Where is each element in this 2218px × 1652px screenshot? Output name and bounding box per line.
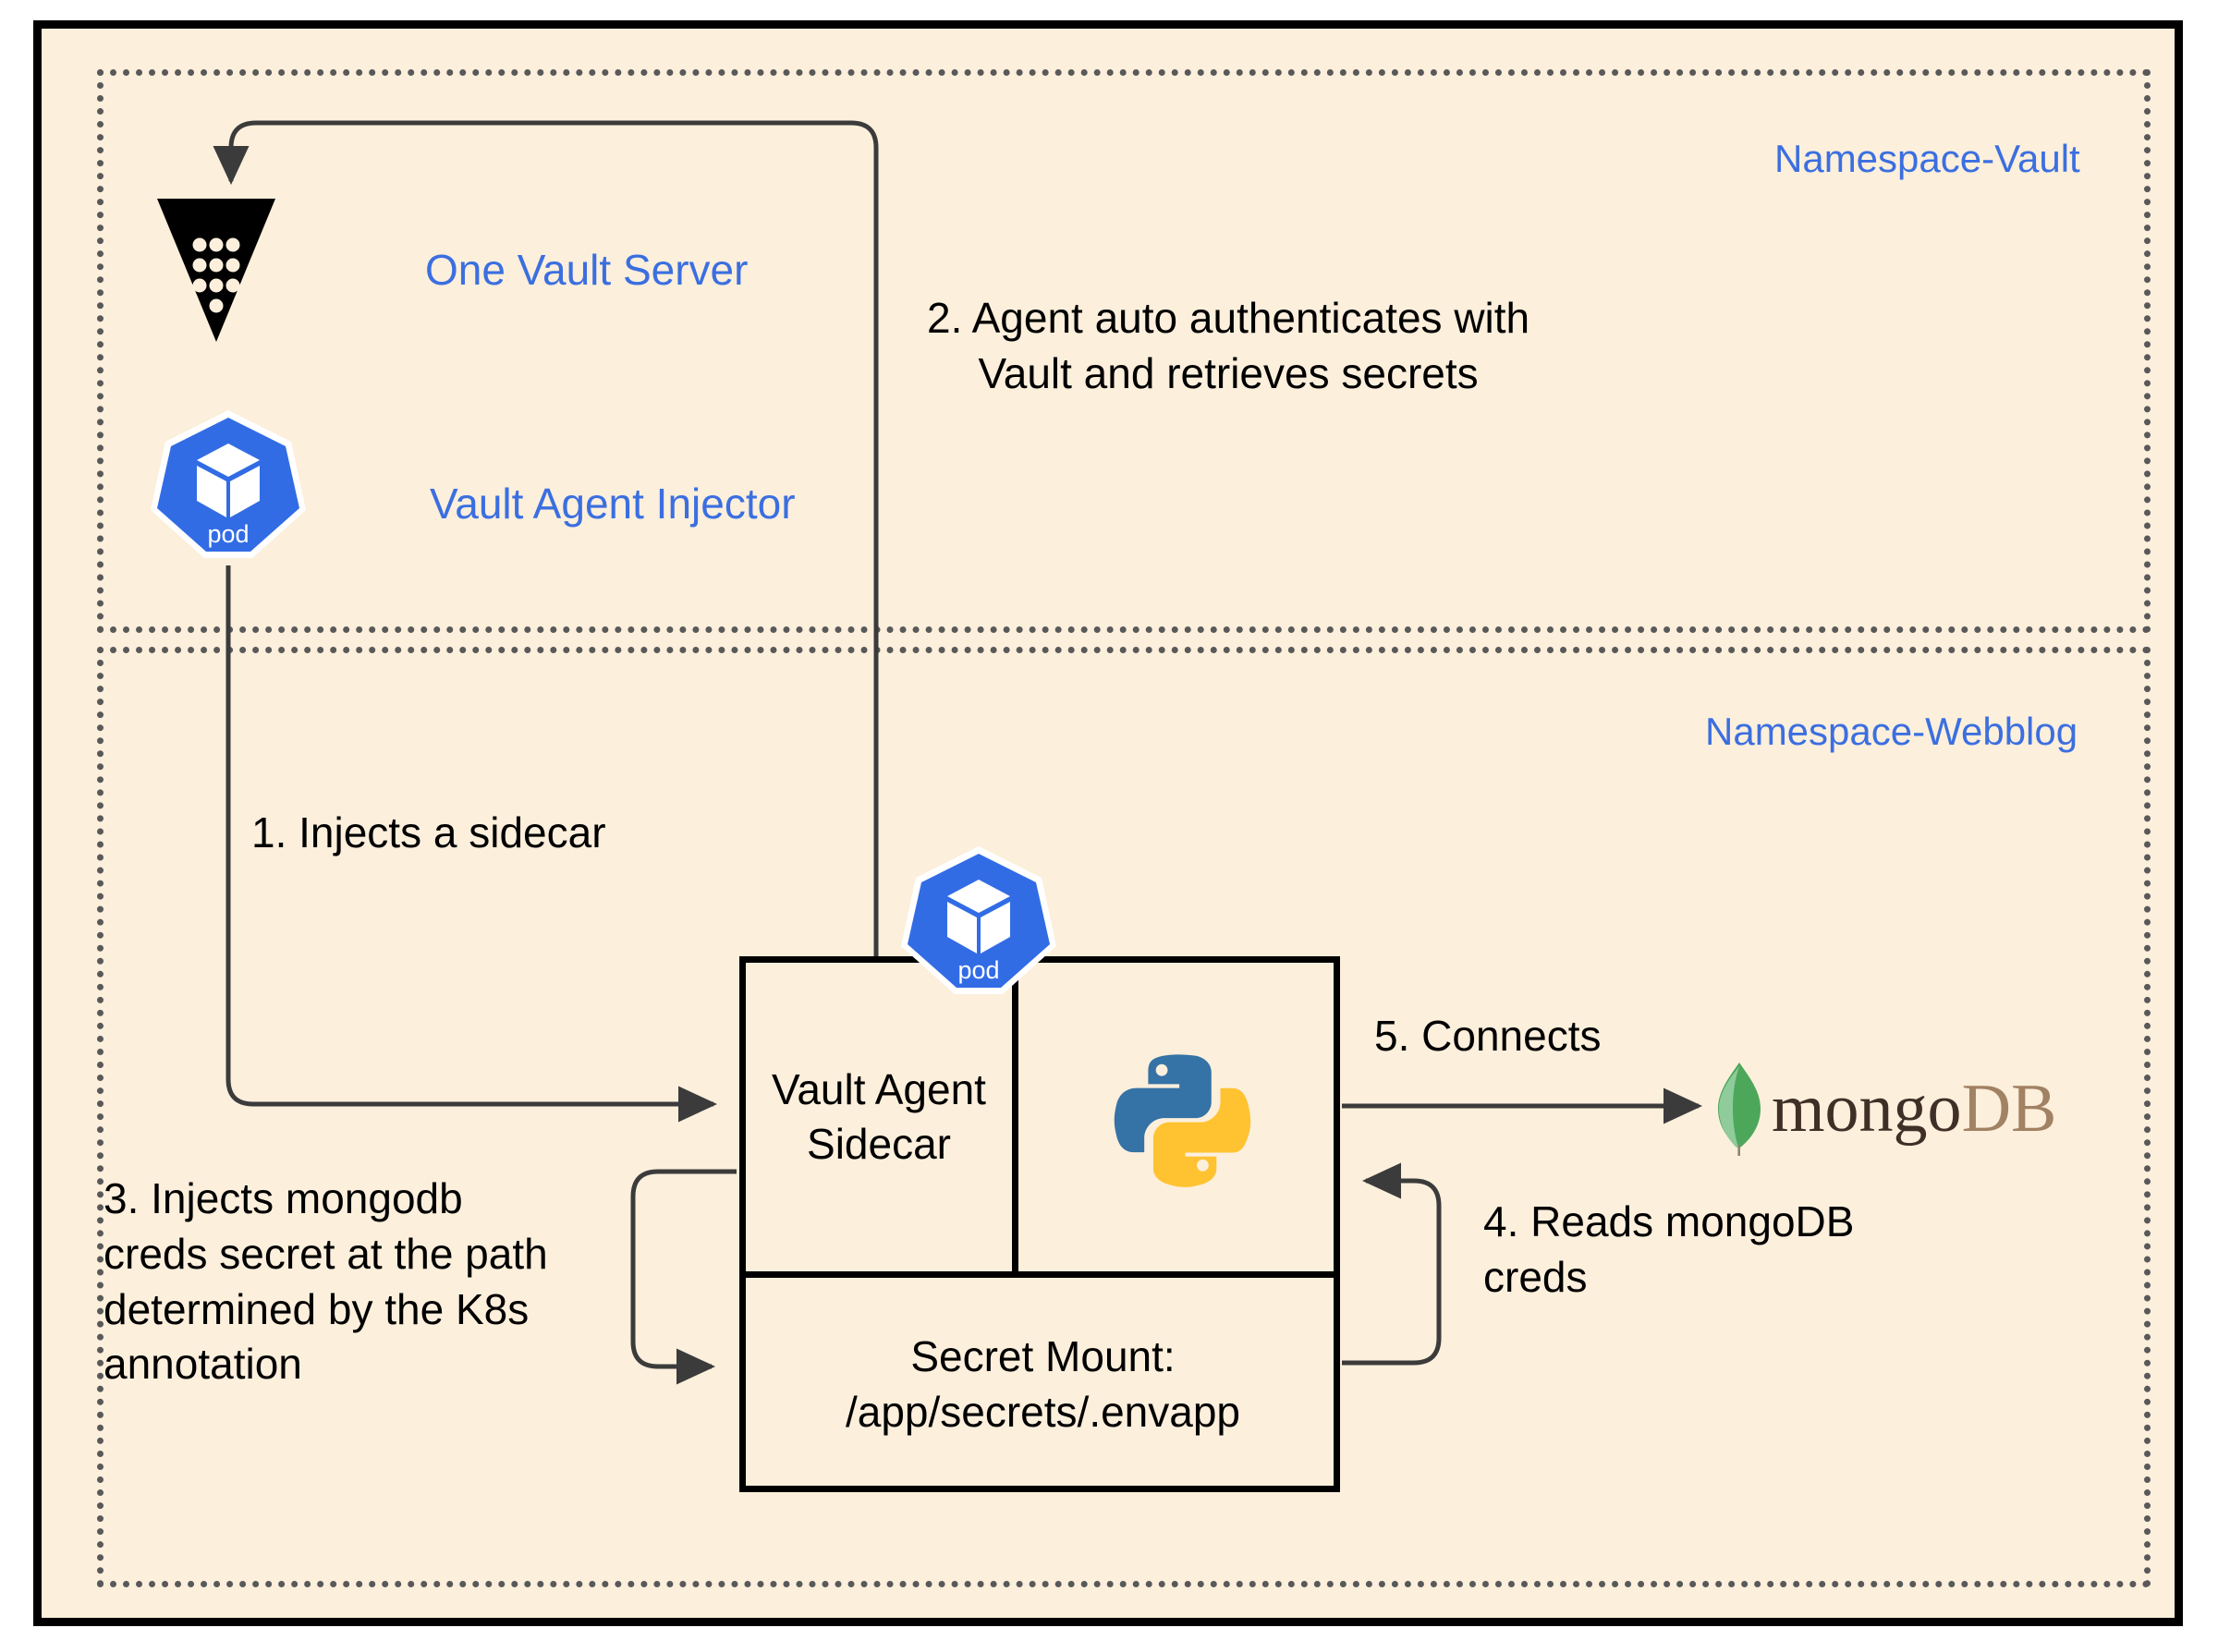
mongodb-wordmark-secondary: DB xyxy=(1961,1071,2057,1147)
mongodb-logo: mongoDB xyxy=(1714,1053,2084,1164)
python-logo-icon xyxy=(1114,1054,1251,1187)
vault-agent-injector-label: Vault Agent Injector xyxy=(430,480,796,528)
kubernetes-pod-icon: pod xyxy=(901,846,1056,994)
step-2-label: 2. Agent auto authenticates with Vault a… xyxy=(927,294,1530,397)
secret-mount-cell: Secret Mount: /app/secrets/.envapp xyxy=(746,1278,1340,1492)
vault-logo-icon xyxy=(157,199,275,342)
namespace-region-vault xyxy=(97,69,2151,633)
python-app-cell xyxy=(1018,963,1340,1278)
application-pod-box: Vault Agent Sidecar Secret Mount: /app/s… xyxy=(739,956,1340,1492)
step-3-label: 3. Injects mongodb creds secret at the p… xyxy=(104,1174,548,1389)
vault-agent-sidecar-label: Vault Agent Sidecar xyxy=(772,1065,986,1168)
step-4-label: 4. Reads mongoDB creds xyxy=(1483,1197,1855,1301)
pod-badge-label: pod xyxy=(957,956,999,984)
namespace-label-vault: Namespace-Vault xyxy=(1774,137,2080,180)
pod-badge-label: pod xyxy=(207,520,249,548)
vault-server-label: One Vault Server xyxy=(425,246,749,294)
kubernetes-pod-icon: pod xyxy=(151,410,306,558)
namespace-region-webblog xyxy=(97,647,2151,1587)
step-5-label: 5. Connects xyxy=(1374,1012,1602,1060)
mongodb-leaf-icon xyxy=(1718,1063,1761,1156)
namespace-label-webblog: Namespace-Webblog xyxy=(1705,710,2078,753)
vault-agent-sidecar-cell: Vault Agent Sidecar xyxy=(746,963,1018,1278)
mongodb-wordmark-primary: mongo xyxy=(1772,1071,1962,1147)
mongodb-wordmark: mongoDB xyxy=(1772,1075,2056,1143)
step-1-label: 1. Injects a sidecar xyxy=(251,808,606,856)
secret-mount-label: Secret Mount: /app/secrets/.envapp xyxy=(845,1332,1241,1436)
